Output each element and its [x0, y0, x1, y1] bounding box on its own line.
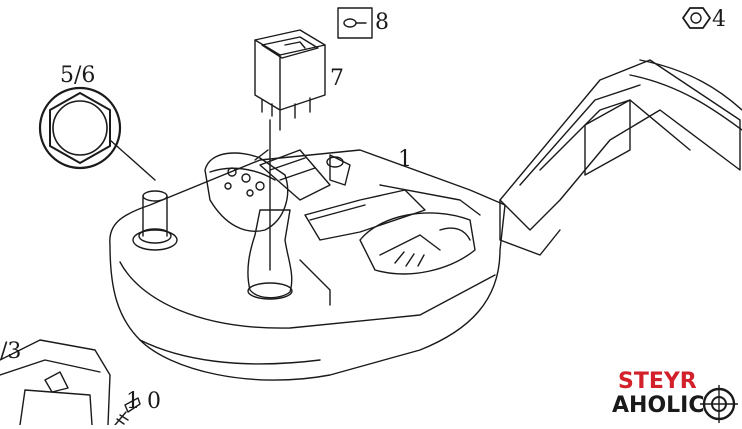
mounting-arm-illustration — [499, 59, 742, 256]
lamp-housing-icon — [0, 339, 111, 426]
key-pin-icon — [337, 7, 373, 39]
callout-part-4: 4 — [712, 7, 726, 32]
callout-part-10: 1 0 — [126, 389, 161, 414]
screw-icon — [114, 397, 141, 426]
callout-part-8: 8 — [375, 10, 389, 35]
callout-part-5-6: 5/6 — [60, 63, 95, 88]
tractor-console-illustration — [109, 149, 506, 381]
callout-part-3: /3 — [0, 339, 21, 364]
hex-socket-icon — [38, 86, 122, 170]
callout-part-1: 1 — [398, 147, 412, 172]
logo-line-1: STEYR — [618, 369, 697, 394]
callout-part-7: 7 — [330, 66, 344, 91]
logo-line-2: AHOLIC — [612, 393, 705, 418]
joystick-lever-illustration — [204, 119, 293, 300]
rocker-switch-icon — [254, 29, 326, 131]
knob-post-illustration — [109, 139, 178, 251]
steyraholic-logo: STEYR AHOLIC — [612, 369, 738, 423]
nut-icon — [682, 7, 711, 29]
